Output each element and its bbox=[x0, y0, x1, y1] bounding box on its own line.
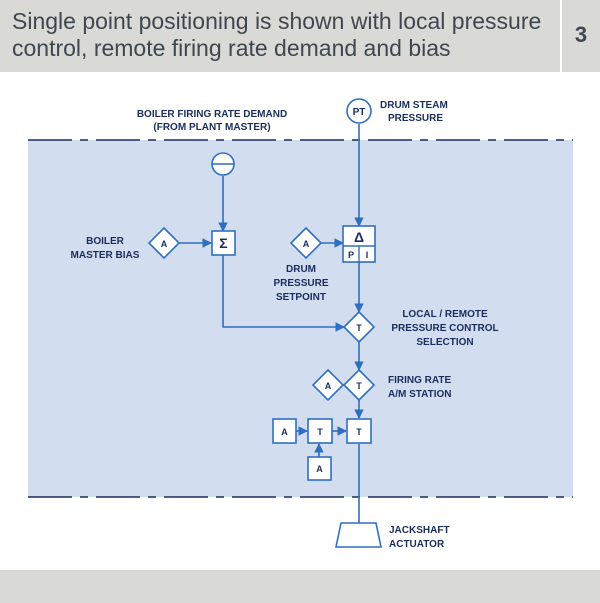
footer-bar bbox=[0, 570, 600, 603]
pi-controller-block: Δ P I bbox=[342, 225, 376, 263]
boiler-bias-label-line2: MASTER BIAS bbox=[71, 250, 140, 261]
p-label: P bbox=[348, 250, 354, 260]
am-station-label-line1: FIRING RATE bbox=[388, 375, 451, 386]
jackshaft-actuator-symbol bbox=[335, 522, 382, 548]
mid-t-label: T bbox=[317, 427, 323, 437]
am-station-t-diamond: T bbox=[342, 368, 376, 402]
selector-t-diamond: T bbox=[342, 310, 376, 344]
setpoint-a-diamond: A bbox=[289, 226, 323, 260]
summer-block: Σ bbox=[211, 230, 236, 256]
firing-demand-input-symbol bbox=[211, 152, 235, 176]
control-panel-area bbox=[28, 140, 573, 497]
firing-demand-label-line2: (FROM PLANT MASTER) bbox=[153, 122, 270, 133]
i-label: I bbox=[366, 250, 369, 260]
mid-t-box: T bbox=[307, 418, 333, 444]
bottom-a-label: A bbox=[316, 464, 323, 474]
manual-a-box: A bbox=[272, 418, 297, 444]
setpoint-label-line2: PRESSURE bbox=[273, 278, 328, 289]
setpoint-a-label: A bbox=[303, 239, 310, 249]
setpoint-label-line3: SETPOINT bbox=[276, 292, 326, 303]
am-t-label: T bbox=[356, 381, 362, 391]
firing-demand-label-line1: BOILER FIRING RATE DEMAND bbox=[137, 109, 287, 120]
manual-a-label: A bbox=[281, 427, 288, 437]
selector-t-label: T bbox=[356, 323, 362, 333]
actuator-label-line2: ACTUATOR bbox=[389, 539, 445, 550]
pressure-transmitter: PT bbox=[346, 98, 372, 124]
page-title: Single point positioning is shown with l… bbox=[12, 8, 542, 61]
drum-steam-label-line2: PRESSURE bbox=[388, 113, 443, 124]
selection-label-line2: PRESSURE CONTROL bbox=[391, 323, 498, 334]
pt-label: PT bbox=[353, 107, 366, 118]
delta-symbol: Δ bbox=[354, 229, 364, 245]
output-t-label: T bbox=[356, 427, 362, 437]
figure-number: 3 bbox=[574, 22, 588, 47]
header: Single point positioning is shown with l… bbox=[0, 0, 600, 72]
title-box: Single point positioning is shown with l… bbox=[0, 0, 560, 72]
setpoint-label-line1: DRUM bbox=[286, 264, 316, 275]
sigma-symbol: Σ bbox=[219, 235, 227, 251]
bias-a-label: A bbox=[161, 239, 168, 249]
figure-number-box: 3 bbox=[562, 0, 600, 72]
selection-label-line3: SELECTION bbox=[416, 337, 473, 348]
line-sum-to-selector bbox=[222, 255, 345, 332]
selection-label-line1: LOCAL / REMOTE bbox=[402, 309, 488, 320]
output-t-box: T bbox=[346, 418, 372, 444]
am-a-label: A bbox=[325, 381, 332, 391]
bottom-a-box: A bbox=[307, 456, 332, 481]
am-station-label-line2: A/M STATION bbox=[388, 389, 452, 400]
bias-a-diamond: A bbox=[147, 226, 181, 260]
boiler-bias-label-line1: BOILER bbox=[86, 236, 125, 247]
am-station-a-diamond: A bbox=[311, 368, 345, 402]
drum-steam-label-line1: DRUM STEAM bbox=[380, 100, 448, 111]
actuator-label-line1: JACKSHAFT bbox=[389, 525, 450, 536]
